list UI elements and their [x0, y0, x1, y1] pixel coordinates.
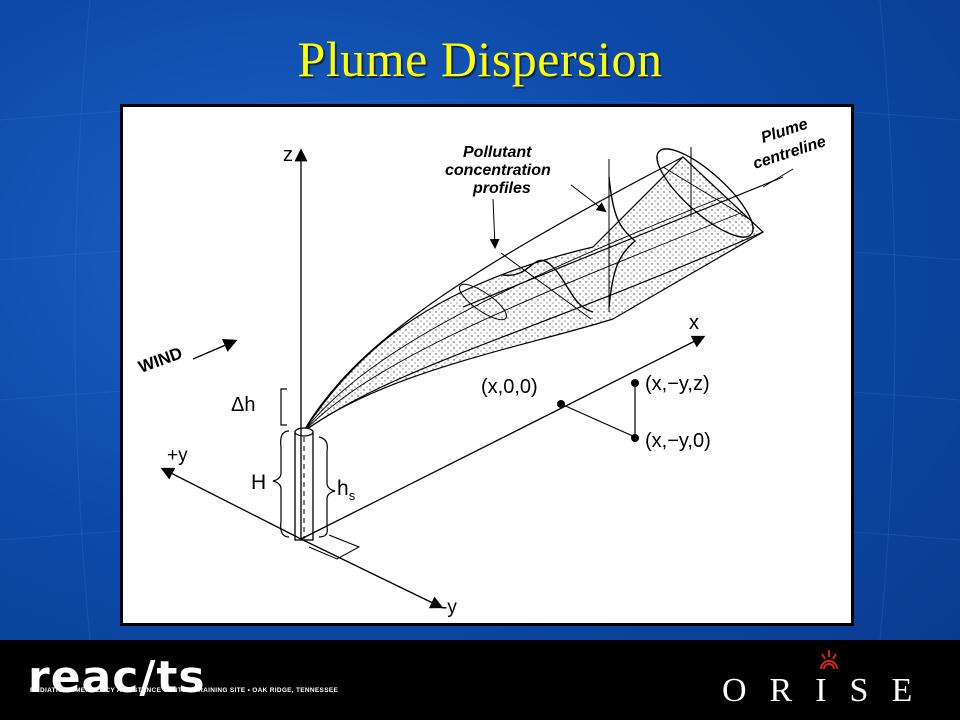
plume-inner-line [302, 196, 724, 433]
pollutant-label-line-3: profiles [472, 180, 531, 197]
point-xyz [631, 379, 639, 387]
x-axis [300, 335, 706, 540]
orise-logo: ORISE [722, 672, 936, 709]
plus-y-label: +y [167, 445, 188, 466]
hs-subscript: s [349, 488, 356, 503]
y-axis-negative [300, 538, 444, 609]
plume-centreline [462, 176, 784, 308]
x-axis-label: x [689, 312, 699, 334]
pollutant-label-line-1: Pollutant [463, 144, 532, 161]
reacts-subtitle: RADIATION EMERGENCY ASSISTANCE CENTER/TR… [30, 687, 339, 694]
plume-inner-line [302, 211, 744, 433]
plume-edge-bottom [302, 231, 764, 433]
plume-diagram: z +y -y x WIND Δh H hs (x,0,0) (x,−y,z) … [120, 104, 854, 626]
z-axis-label: z [283, 144, 293, 166]
delta-h-bracket [280, 388, 287, 426]
stack-top [294, 427, 314, 437]
footer-bar: reac/ts [0, 640, 960, 720]
plume-cross-section [656, 148, 754, 238]
reacts-logo: reac/ts [28, 652, 206, 703]
hs-main: h [337, 477, 349, 500]
ground-right-angle [308, 534, 361, 560]
profile-pointer [489, 198, 500, 249]
plume-cross-section [458, 283, 508, 321]
centreline-pointer [762, 168, 794, 188]
y-axis [160, 467, 302, 540]
H-label: H [251, 471, 266, 494]
minus-y-label: -y [441, 597, 457, 618]
point-xy0 [631, 434, 639, 442]
profile-pointer [570, 184, 607, 213]
point-xyz-label: (x,−y,z) [645, 373, 710, 395]
wind-arrow [192, 338, 238, 360]
orise-sunburst-icon [820, 650, 838, 670]
point-xy0-label: (x,−y,0) [645, 430, 711, 452]
pollutant-label-line-2: concentration [445, 162, 551, 179]
concentration-profile [608, 176, 637, 308]
concentration-profile [502, 259, 594, 313]
offset-line [560, 403, 636, 438]
plume-diagram-svg: z +y -y x WIND Δh H hs (x,0,0) (x,−y,z) … [136, 116, 828, 618]
hs-brace [318, 436, 336, 538]
profile-axis [500, 252, 592, 320]
cross-section-axis [662, 166, 750, 220]
hs-label: hs [337, 477, 356, 503]
point-x00-label: (x,0,0) [481, 376, 538, 398]
wind-label: WIND [136, 343, 185, 376]
delta-h-label: Δh [231, 394, 255, 416]
H-brace [272, 430, 290, 538]
slide-title: Plume Dispersion [297, 31, 663, 87]
